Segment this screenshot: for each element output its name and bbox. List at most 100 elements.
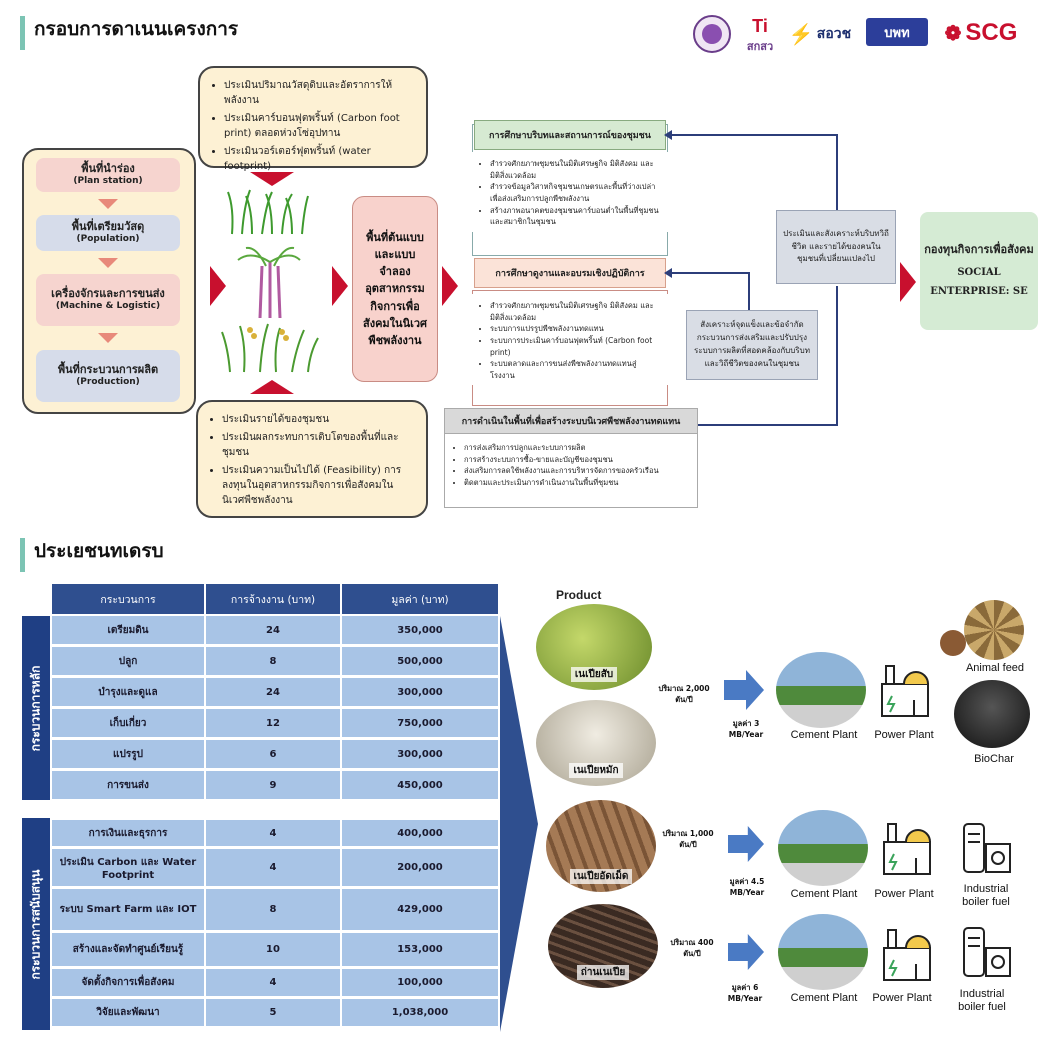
table-cell-employment: 6 (206, 740, 340, 768)
table-to-product-pointer (500, 616, 538, 1032)
table-cell-employment: 4 (206, 849, 340, 886)
section-accent-bar (20, 538, 25, 572)
dest-cement-plant: Cement Plant (790, 888, 858, 900)
red-arrow-up (250, 380, 294, 394)
prototype-area-text: พื้นที่ต้นแบบและแบบจำลองอุตสาหกรรมกิจการ… (362, 231, 428, 347)
study-bullet: ส่งเสริมการลดใช้พลังงานและการบริหารจัดกา… (464, 465, 688, 477)
table-cell-employment: 4 (206, 820, 340, 846)
flow-arrow (98, 258, 118, 268)
assessment-box-top: ประเมินปริมาณวัสดุดิบและอัตราการให้พลังง… (198, 66, 428, 172)
product-image-charcoal: ถ่านเนเปีย (548, 904, 658, 988)
group-label-support-text: กระบวนการสนับสนุน (28, 868, 43, 980)
connector-line (836, 286, 838, 426)
animal-icon (940, 630, 966, 656)
table-cell-value: 429,000 (342, 889, 498, 930)
flow-item-th: พื้นที่นำร่อง (81, 162, 135, 175)
table-cell-employment: 10 (206, 933, 340, 966)
group-label-main: กระบวนการหลัก (22, 616, 50, 800)
table-cell-employment: 24 (206, 616, 340, 644)
product-quantity: ปริมาณ 2,000 ตัน/ปี (658, 684, 710, 705)
connector-line (836, 134, 838, 210)
table-cell-value: 153,000 (342, 933, 498, 966)
section-accent-bar (20, 16, 25, 50)
connector-arrowhead (664, 268, 672, 278)
product-label: ถ่านเนเปีย (576, 965, 630, 980)
table-header-value: มูลค่า (บาท) (342, 584, 498, 614)
logo-nxpo: ⚡ สอวช (782, 14, 858, 54)
table-cell-value: 200,000 (342, 849, 498, 886)
flow-item-th: พื้นที่เตรียมวัสดุ (71, 220, 145, 233)
connector-line (668, 134, 838, 136)
table-cell-value: 750,000 (342, 709, 498, 737)
power-plant-icon (883, 929, 931, 981)
boiler-icon (963, 823, 1011, 873)
dest-cement-plant: Cement Plant (790, 729, 858, 741)
biochar-image (954, 680, 1030, 748)
study-box-2-title: การศึกษาดูงานและอบรมเชิงปฏิบัติการ (474, 258, 666, 288)
table-cell-employment: 5 (206, 999, 340, 1026)
product-label: เนเปียหมัก (569, 763, 623, 778)
table-cell-process: ระบบ Smart Farm และ IOT (52, 889, 204, 930)
dest-industrial-boiler: Industrial boiler fuel (962, 883, 1010, 909)
study-bullet: การส่งเสริมการปลูกและระบบการผลิต (464, 442, 688, 454)
connector-arrowhead (664, 130, 672, 140)
grass-illustration (222, 188, 312, 236)
assessment-bullet: ประเมินผลกระทบการเติบโตของพื้นที่และชุมช… (222, 430, 414, 460)
dest-power-plant: Power Plant (874, 729, 934, 741)
study-box-1-title: การศึกษาบริบทและสถานการณ์ของชุมชน (474, 120, 666, 150)
product-image-chopped: เนเปียสับ (536, 604, 652, 690)
red-arrow-right (210, 266, 226, 306)
prototype-area-box: พื้นที่ต้นแบบและแบบจำลองอุตสาหกรรมกิจการ… (352, 196, 438, 382)
product-label: เนเปียอัดเม็ด (569, 869, 633, 884)
social-enterprise-th: กองทุนกิจการเพื่อสังคม (924, 243, 1034, 257)
table-cell-employment: 9 (206, 771, 340, 799)
table-cell-process: การขนส่ง (52, 771, 204, 799)
flow-arrow (98, 333, 118, 343)
table-cell-process: เตรียมดิน (52, 616, 204, 644)
table-cell-employment: 8 (206, 647, 340, 675)
study-bullet: สร้างภาพอนาคตของชุมชนคาร์บอนต่ำในพื้นที่… (490, 205, 660, 228)
study-bullet: ติดตามและประเมินการดำเนินงานในพื้นที่ชุม… (464, 477, 688, 489)
product-value: มูลค่า 3 MB/Year (728, 719, 764, 740)
dest-cement-plant: Cement Plant (790, 992, 858, 1004)
logo-scg-text: SCG (965, 19, 1018, 46)
dest-power-plant: Power Plant (872, 992, 932, 1004)
logo-tsri: Ti สกสว (742, 14, 778, 56)
product-value: มูลค่า 4.5 MB/Year (729, 877, 765, 898)
flow-item-machine-logistic: เครื่องจักรและการขนส่ง (Machine & Logist… (36, 274, 180, 326)
cement-plant-image (778, 810, 868, 886)
blue-arrow-right (728, 826, 764, 862)
cement-plant-image (778, 914, 868, 990)
product-value: มูลค่า 6 MB/Year (727, 983, 763, 1004)
table-cell-process: วิจัยและพัฒนา (52, 999, 204, 1026)
study-bullet: สำรวจศักยภาพชุมชนในมิติเศรษฐกิจ มิติสังค… (490, 300, 660, 323)
table-header-process: กระบวนการ (52, 584, 204, 614)
dest-biochar: BioChar (974, 753, 1014, 765)
table-cell-value: 500,000 (342, 647, 498, 675)
flow-item-en: (Machine & Logistic) (55, 301, 161, 312)
logo-pmua-text: บพท (884, 24, 910, 40)
table-cell-employment: 12 (206, 709, 340, 737)
study-bullet: การสร้างระบบการซื้อ-ขายและบัญชีของชุมชน (464, 454, 688, 466)
blue-arrow-right (728, 934, 764, 970)
product-image-silage: เนเปียหมัก (536, 700, 656, 786)
flow-item-en: (Plan station) (73, 176, 143, 187)
flow-item-production: พื้นที่กระบวนการผลิต (Production) (36, 350, 180, 402)
study-bullet: ระบบการแปรรูปพืชพลังงานทดแทน (490, 323, 660, 335)
table-cell-process: ปลูก (52, 647, 204, 675)
study-bullet: สำรวจข้อมูลวิสาหกิจชุมชนเกษตรและพื้นที่ว… (490, 181, 660, 204)
dest-power-plant: Power Plant (874, 888, 934, 900)
social-enterprise-en: SOCIAL ENTERPRISE: SE (930, 266, 1028, 297)
assessment-bullet: ประเมินความเป็นไปได้ (Feasibility) การลง… (222, 463, 414, 508)
social-enterprise-box: กองทุนกิจการเพื่อสังคม SOCIAL ENTERPRISE… (920, 212, 1038, 330)
flow-item-en: (Production) (76, 377, 140, 388)
section-title-benefits: ประเยชนทเดรบ (34, 540, 164, 562)
table-cell-process: ประเมิน Carbon และ Water Footprint (52, 849, 204, 886)
section-title-framework: กรอบการดาเนนเครงการ (34, 18, 239, 40)
logo-crest (688, 14, 736, 54)
product-label: เนเปียสับ (570, 667, 618, 682)
dest-animal-feed: Animal feed (965, 662, 1025, 674)
cement-plant-image (776, 652, 866, 728)
flow-arrow (98, 199, 118, 209)
table-cell-process: แปรรูป (52, 740, 204, 768)
